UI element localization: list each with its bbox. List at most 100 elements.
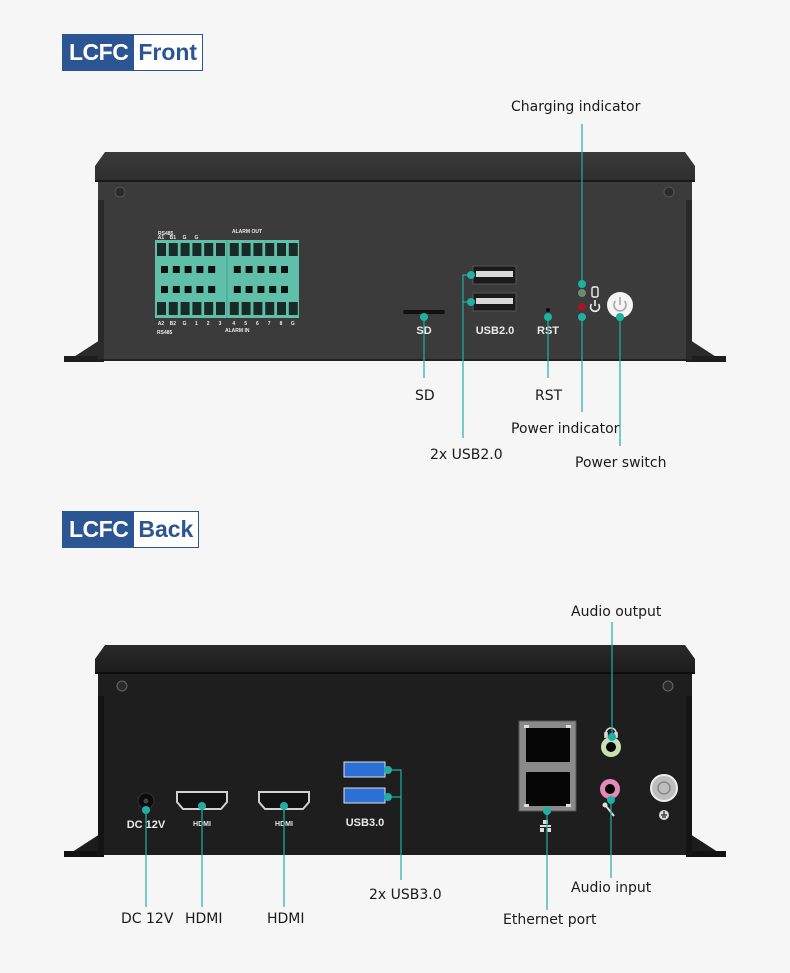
back-panel [98, 674, 692, 855]
callout-dot [578, 313, 586, 321]
terminal-pin [253, 243, 263, 256]
callout-power-switch: Power switch [575, 455, 667, 471]
terminal-pin [180, 243, 190, 256]
front-section-badge: LCFC Front [62, 34, 204, 71]
terminal-pin-label: 4 [232, 321, 235, 327]
callout-dot [544, 313, 552, 321]
callout-hdmi-1: HDMI [185, 911, 223, 927]
right-flange [690, 834, 724, 856]
callout-usb3: 2x USB3.0 [369, 887, 442, 903]
back-callout-dots [142, 733, 616, 815]
terminal-screw [233, 286, 241, 293]
terminal-pin [157, 302, 166, 315]
callout-dot [578, 280, 586, 288]
terminal-pin-label: G [183, 321, 187, 327]
brand-label: LCFC [63, 35, 135, 70]
terminal-screw [161, 286, 168, 293]
terminal-screw [184, 266, 192, 273]
terminal-screw [196, 266, 204, 273]
terminal-pin-label: 7 [268, 321, 271, 327]
callout-dot [543, 807, 551, 815]
terminal-pin-label: 1 [195, 321, 198, 327]
terminal-screw [245, 266, 253, 273]
hdmi-port [176, 791, 228, 810]
terminal-pin-label: B1 [170, 235, 177, 241]
terminal-pin-label: 8 [280, 321, 283, 327]
network-icon [540, 820, 551, 832]
back-callout-lines [145, 622, 613, 910]
terminal-screw [233, 266, 241, 273]
terminal-screw [184, 286, 192, 293]
terminal-screw [269, 286, 277, 293]
terminal-screw [196, 286, 204, 293]
reset-button[interactable] [546, 308, 550, 312]
terminal-pin-label: 6 [256, 321, 259, 327]
terminal-label: RS485 [158, 231, 174, 237]
terminal-pin-label: 3 [219, 321, 222, 327]
terminal-pin [216, 243, 225, 256]
callout-audio-input: Audio input [571, 880, 652, 896]
terminal-pin-label: 5 [244, 321, 247, 327]
power-icon [589, 300, 601, 313]
terminal-pin-label: B2 [170, 321, 177, 327]
callout-dot [608, 733, 616, 741]
terminal-pin [229, 243, 239, 256]
terminal-screw [245, 286, 253, 293]
callout-dot [384, 793, 392, 801]
terminal-pin [288, 302, 298, 315]
callout-dot [467, 271, 475, 279]
left-flange [66, 834, 100, 856]
callout-dot [142, 806, 150, 814]
terminal-pin [204, 243, 214, 256]
back-section-badge: LCFC Back [62, 511, 200, 548]
section-label: Front [138, 39, 198, 65]
back-top-lid [95, 645, 695, 673]
microphone-icon [602, 802, 615, 817]
sd-card-slot [403, 310, 445, 314]
terminal-pin-label: 2 [207, 321, 210, 327]
terminal-screw [257, 286, 265, 293]
callout-dot [280, 802, 288, 810]
terminal-pin [229, 302, 239, 315]
front-top-lid [95, 152, 695, 181]
terminal-screw [281, 286, 288, 293]
terminal-pin-label: G [291, 321, 295, 327]
power-led [578, 303, 586, 311]
terminal-pin [277, 302, 286, 315]
terminal-pin [288, 243, 298, 256]
charging-led [578, 289, 586, 297]
callout-charging-indicator: Charging indicator [511, 99, 641, 115]
terminal-screw [208, 286, 216, 293]
terminal-pin [253, 302, 263, 315]
terminal-screw [208, 266, 216, 273]
usb2-panel-label: USB2.0 [476, 325, 515, 337]
terminal-screw [257, 266, 265, 273]
brand-label: LCFC [63, 512, 135, 547]
screw-icon [662, 680, 674, 692]
callout-dot [198, 802, 206, 810]
power-icon [613, 297, 627, 312]
ground-icon [659, 810, 669, 820]
usb2-port [472, 292, 517, 312]
terminal-pin [168, 302, 178, 315]
terminal-pin [277, 243, 286, 256]
callout-dot [467, 298, 475, 306]
callout-audio-output: Audio output [571, 604, 662, 620]
callout-dot [420, 313, 428, 321]
usb3-port [343, 761, 386, 778]
callout-ethernet-port: Ethernet port [503, 912, 597, 928]
terminal-screw [281, 266, 288, 273]
headphone-icon [604, 727, 618, 738]
terminal-pin [192, 302, 202, 315]
callout-hdmi-2: HDMI [267, 911, 305, 927]
alarm-out-label: ALARM OUT [232, 229, 262, 235]
terminal-pin [241, 302, 251, 315]
screw-icon [663, 186, 675, 198]
callout-dot [607, 796, 615, 804]
terminal-screw [269, 266, 277, 273]
section-label: Back [138, 516, 194, 542]
hdmi-port [258, 791, 310, 810]
callout-sd: SD [415, 388, 435, 404]
